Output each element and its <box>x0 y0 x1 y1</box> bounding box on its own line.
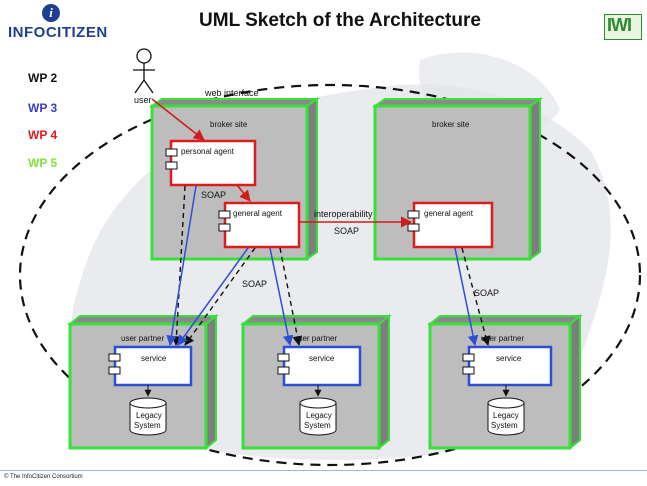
user-partner-3-label: user partner <box>481 334 524 343</box>
legacy-system-3-label-line2: System <box>491 421 518 430</box>
legacy-system-3-label-line1: Legacy <box>493 411 519 420</box>
legacy-system-2-label-line1: Legacy <box>306 411 332 420</box>
legacy-system-2-label-line2: System <box>304 421 331 430</box>
iwi-logo: IWI <box>604 14 642 40</box>
legacy-system-1-label-line1: Legacy <box>136 411 162 420</box>
personal-agent-label: personal agent <box>181 147 235 156</box>
footer-copyright: © The InfoCitizen Consortium <box>4 474 83 480</box>
legend-wp3: WP 3 <box>28 101 58 115</box>
red-connectors <box>151 98 413 228</box>
infocitizen-logo-text: INFOCITIZEN <box>8 24 108 41</box>
legacy-system-1-label-line2: System <box>134 421 161 430</box>
user-partner-1-label: user partner <box>121 334 164 343</box>
interoperability-label: interoperability <box>314 209 373 219</box>
legacy-system-2 <box>299 397 337 436</box>
general-agent-2-label: general agent <box>424 209 474 218</box>
soap-label-4: SOAP <box>474 288 499 298</box>
general-agent-1-component <box>218 201 301 249</box>
iwi-logo-text: IWI <box>607 15 632 35</box>
blue-connectors <box>166 185 479 347</box>
service-2-component <box>277 345 362 387</box>
soap-label-1: SOAP <box>201 190 226 200</box>
service-3-component <box>462 345 553 387</box>
service-1-label: service <box>141 354 167 363</box>
legend-wp5: WP 5 <box>28 156 58 170</box>
infocitizen-logo: i INFOCITIZEN <box>8 4 108 44</box>
infocitizen-logo-mark: i <box>42 4 60 22</box>
legacy-system-3 <box>487 397 525 436</box>
service-3-label: service <box>496 354 522 363</box>
user-partner-2-label: user partner <box>294 334 337 343</box>
general-agent-1-label: general agent <box>233 209 283 218</box>
service-1-component <box>108 345 193 387</box>
service-2-label: service <box>309 354 335 363</box>
soap-label-2: SOAP <box>334 226 359 236</box>
general-agent-2-component <box>407 201 494 249</box>
legend-wp2: WP 2 <box>28 71 58 85</box>
personal-agent-component <box>165 139 257 187</box>
broker-site-1-label: broker site <box>210 120 248 129</box>
web-interface-label: web interface <box>204 88 259 98</box>
soap-label-3: SOAP <box>242 279 267 289</box>
footer-divider <box>0 470 647 471</box>
actor-label: user <box>134 95 152 105</box>
user-actor <box>133 48 155 94</box>
legend-wp4: WP 4 <box>28 128 58 142</box>
slide-title: UML Sketch of the Architecture <box>199 10 481 31</box>
legacy-system-1 <box>129 397 167 436</box>
system-boundary-ellipse <box>18 83 642 467</box>
broker-site-2-label: broker site <box>432 120 470 129</box>
dashed-dependencies <box>171 185 491 346</box>
